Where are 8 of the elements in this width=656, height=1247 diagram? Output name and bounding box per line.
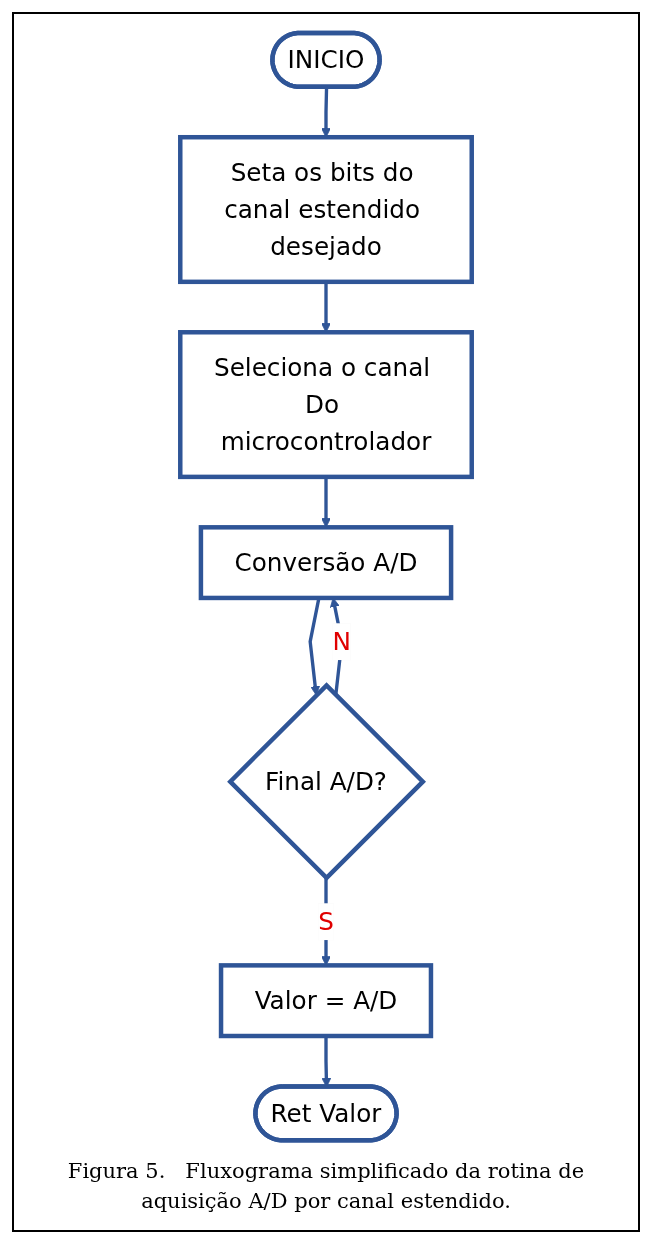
figure-caption: Figura 5. Fluxograma simplificado da rotina de aquisição A/D por canal estendido. [66,1158,586,1215]
node-box: Seleciona o canal Do microcontrolador [178,330,474,480]
edge-label: N [332,627,352,656]
edge-label: S [318,907,334,936]
node-diamond: Final A/D? [227,682,426,882]
node-box: Seta os bits do canal estendido desejado [178,135,474,285]
node-box: Valor = A/D [218,963,434,1039]
node-box: Conversão A/D [198,525,454,601]
